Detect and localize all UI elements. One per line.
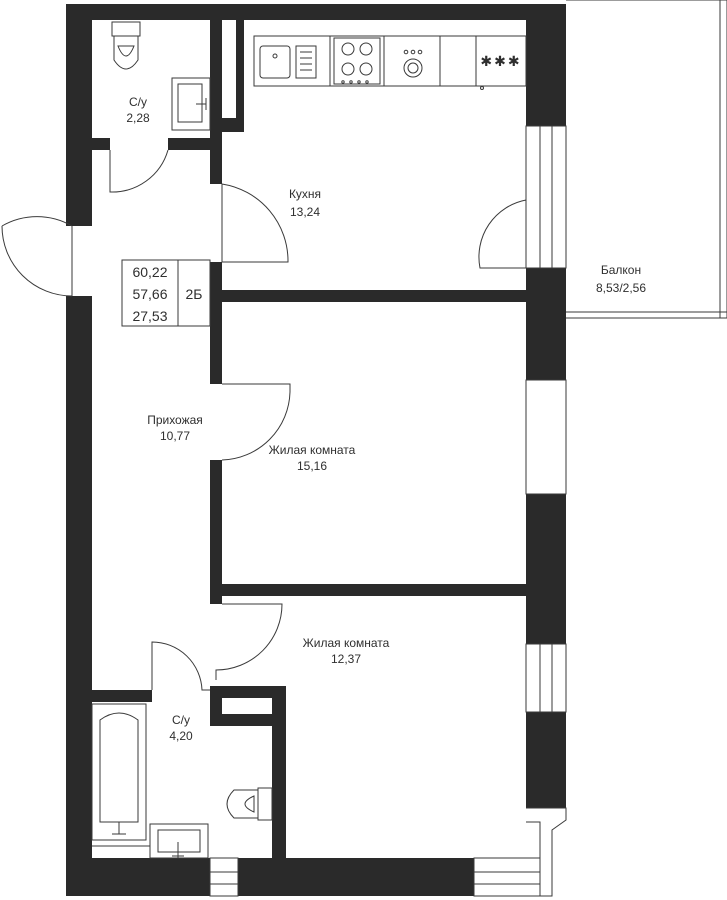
balcony [566,0,727,319]
living2-name: Жилая комната [303,636,390,650]
wc-bottom-door [151,641,210,691]
windows [209,125,567,897]
outer-walls [66,4,566,896]
living1-area: 15,16 [297,459,327,473]
stove-icon [333,37,381,85]
rooms-area: 27,53 [132,308,167,324]
balcony-area: 8,53/2,56 [596,281,646,295]
bathtub-icon [91,703,147,841]
living1-name: Жилая комната [269,443,356,457]
hallway-area: 10,77 [160,429,190,443]
wc-top-area: 2,28 [126,111,150,125]
kitchen-counter [253,35,527,90]
total-area: 60,22 [132,264,167,280]
toilet-icon [226,787,273,821]
balcony-name: Балкон [601,263,641,277]
hallway-name: Прихожая [147,413,203,427]
svg-text:✱✱✱: ✱✱✱ [480,53,521,69]
living1-door [221,383,291,461]
area-summary: 60,22 57,66 27,53 2Б [121,259,211,327]
living2-area: 12,37 [331,652,361,666]
wc-top-door [109,149,169,193]
kitchen-door [221,183,289,263]
interior-walls [92,20,526,858]
washbasin-icon [171,77,211,131]
dishwasher-icon [403,49,423,78]
doors [1,149,527,691]
kitchen-name: Кухня [289,187,321,201]
hob-icon: ✱✱✱ [480,53,521,69]
living-area: 57,66 [132,286,167,302]
apartment-type: 2Б [186,286,203,302]
room-labels: С/у 2,28 Кухня 13,24 Балкон 8,53/2,56 Пр… [126,95,646,743]
wc-top-name: С/у [129,95,147,109]
living2-door [215,603,283,680]
washbasin-icon [92,823,209,859]
kitchen-balcony-door [478,199,527,269]
sink-icon [259,45,317,79]
entrance-door [1,225,73,297]
wc-bottom-name: С/у [172,713,190,727]
kitchen-area: 13,24 [290,205,320,219]
wc-bottom-area: 4,20 [169,729,193,743]
toilet-icon [111,21,141,70]
